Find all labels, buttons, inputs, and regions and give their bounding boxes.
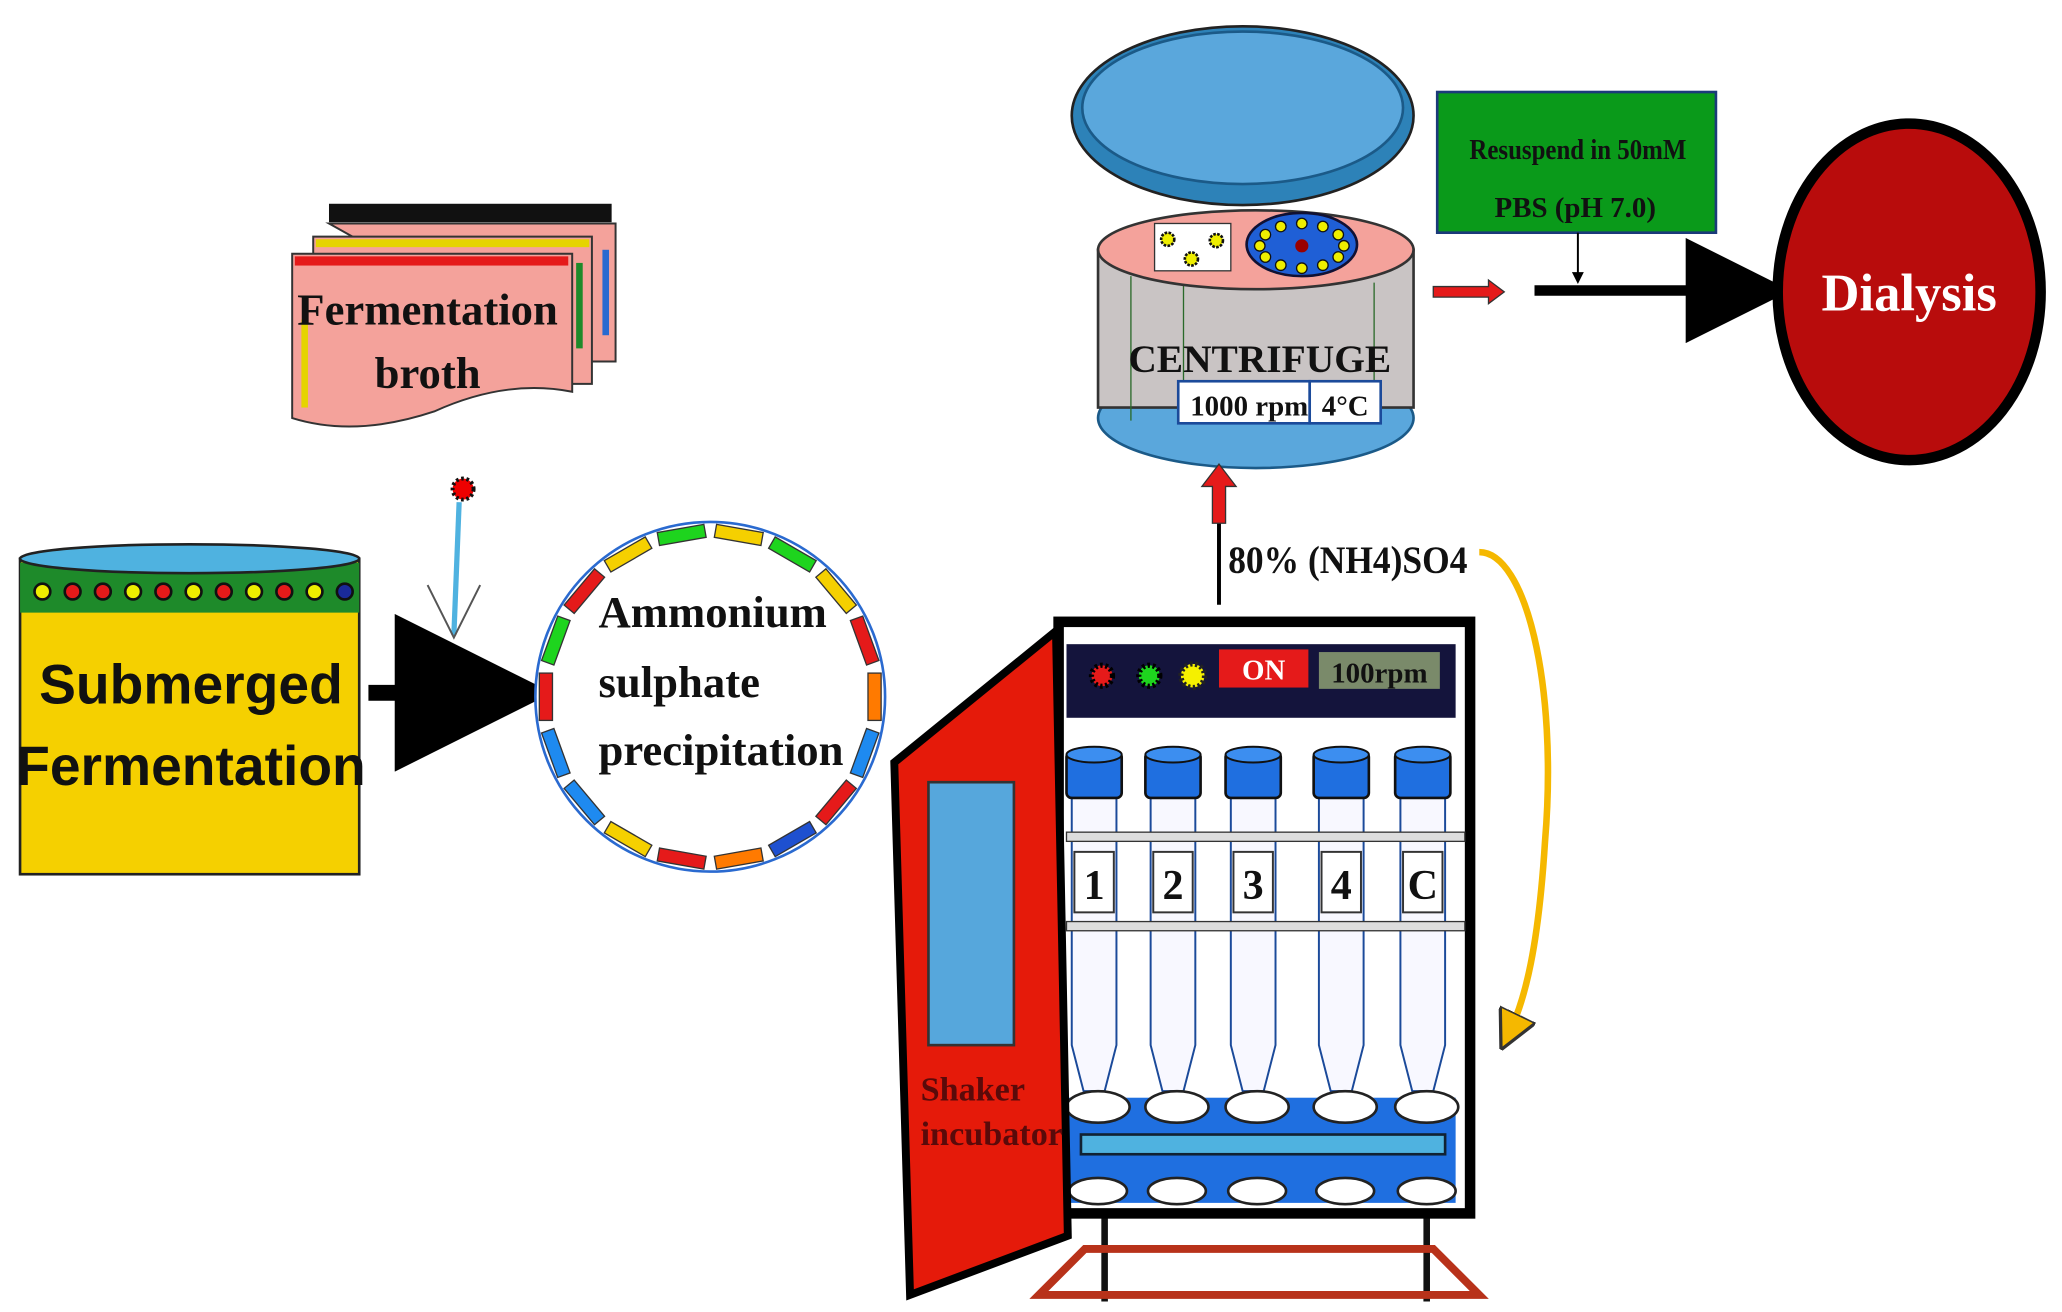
culture-tube: 4 xyxy=(1312,745,1379,1206)
precipitate-segment xyxy=(767,536,818,573)
power-indicator xyxy=(1218,649,1309,688)
tube-label: 2 xyxy=(1162,863,1183,909)
culture-tube: 1 xyxy=(1065,745,1131,1206)
culture-tube: C xyxy=(1393,745,1460,1206)
precipitate-segment xyxy=(767,820,818,858)
pellet-dot xyxy=(1274,259,1287,272)
broth-label-line1: Fermentation xyxy=(297,285,558,335)
precipitation-label-line2: sulphate xyxy=(598,657,759,707)
precipitate-segment xyxy=(849,615,880,666)
pellet-dot xyxy=(1259,228,1272,241)
tube-label: 1 xyxy=(1084,863,1105,909)
arrow-centrifuge-to-dialysis xyxy=(1432,237,1791,344)
pellet-dot xyxy=(1337,239,1350,252)
centrifuge-label: CENTRIFUGE xyxy=(1128,337,1391,381)
precipitate-segment xyxy=(563,779,606,826)
culture-dot xyxy=(275,582,294,601)
door-label-line2: incubator xyxy=(921,1116,1063,1153)
pellet-dot xyxy=(1253,239,1266,252)
culture-dot xyxy=(63,582,82,601)
pellet-dot xyxy=(1316,259,1329,272)
culture-dot xyxy=(123,582,143,601)
dialysis-step: Dialysis xyxy=(1772,118,2046,466)
fermentation-broth-documents: Fermentation broth xyxy=(291,203,617,428)
culture-dot xyxy=(33,582,52,601)
precipitate-segment xyxy=(563,567,606,615)
submerged-label-line1: Submerged xyxy=(39,653,343,715)
precipitation-label-line3: precipitation xyxy=(598,725,843,775)
culture-dot xyxy=(244,582,264,601)
precipitate-segment xyxy=(814,567,858,615)
precipitate-segment xyxy=(713,523,764,547)
ammonium-sulphate-precipitation: Ammonium sulphate precipitation xyxy=(534,520,887,873)
resuspend-line1: Resuspend in 50mM xyxy=(1469,134,1686,166)
centrifuge-temperature: 4°C xyxy=(1322,390,1369,422)
pellet-dot xyxy=(1274,220,1287,233)
precipitate-segment xyxy=(656,847,707,870)
centrifuge: CENTRIFUGE 1000 rpm 4°C xyxy=(1070,24,1415,470)
precipitate-segment xyxy=(867,672,882,722)
culture-dot xyxy=(184,582,203,601)
enzyme-dropper-icon xyxy=(426,476,482,640)
resuspend-box: Resuspend in 50mM PBS (pH 7.0) xyxy=(1435,90,1718,284)
door-label-line1: Shaker xyxy=(921,1071,1025,1108)
precipitation-label-line1: Ammonium xyxy=(598,587,826,637)
precipitate-segment xyxy=(540,727,571,779)
centrifuge-speed: 1000 rpm xyxy=(1190,390,1308,422)
arrow-incubator-to-centrifuge xyxy=(1200,462,1238,605)
precipitate-segment xyxy=(849,727,880,779)
ammonium-sulphate-label: 80% (NH4)SO4 xyxy=(1228,538,1467,582)
precipitate-segment xyxy=(713,847,764,870)
precipitate-segment xyxy=(603,536,653,573)
submerged-fermentation-tank: Submerged Fermentation xyxy=(16,542,366,876)
pellet-dot xyxy=(1332,251,1345,263)
precipitate-segment xyxy=(656,523,707,547)
precipitate-segment xyxy=(814,779,858,826)
resuspend-line2: PBS (pH 7.0) xyxy=(1495,192,1656,224)
dialysis-label: Dialysis xyxy=(1822,264,1997,322)
tube-label: 4 xyxy=(1331,863,1352,909)
culture-dot xyxy=(214,582,234,601)
culture-dot xyxy=(305,582,324,601)
pellet-dot xyxy=(1295,217,1308,230)
precipitate-segment xyxy=(540,615,571,666)
culture-tube: 2 xyxy=(1144,745,1210,1206)
tube-label: 3 xyxy=(1243,863,1264,909)
pellet-dot xyxy=(1332,228,1345,241)
curved-arrow-orange xyxy=(1478,548,1552,1032)
broth-label-line2: broth xyxy=(375,348,481,398)
shaker-incubator: ON 100rpm 1 2 3 4 C Shaker incubator xyxy=(890,616,1489,1302)
pellet-dot xyxy=(1316,220,1329,233)
pellet-dot xyxy=(1295,262,1308,275)
precipitate-segment xyxy=(538,672,554,722)
culture-dot xyxy=(154,582,173,601)
culture-dot xyxy=(335,582,354,601)
pellet-dot xyxy=(1259,251,1272,263)
precipitate-segment xyxy=(603,820,653,858)
power-label: ON xyxy=(1242,655,1285,687)
culture-dot xyxy=(93,582,113,601)
tube-label: C xyxy=(1408,863,1438,909)
speed-display: 100rpm xyxy=(1331,657,1427,689)
culture-tube: 3 xyxy=(1224,745,1290,1206)
submerged-label-line2: Fermentation xyxy=(16,735,366,797)
